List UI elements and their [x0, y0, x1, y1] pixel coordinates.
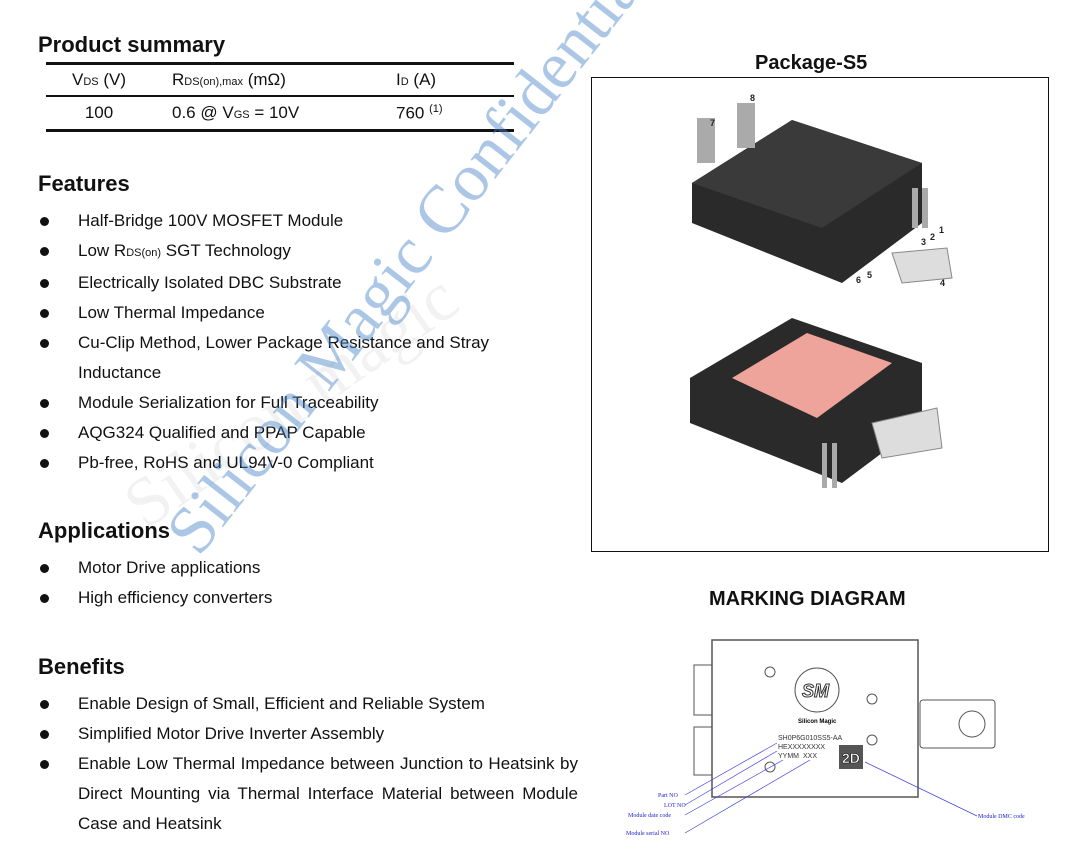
list-item: Pb-free, RoHS and UL94V-0 Compliant — [38, 448, 508, 478]
svg-text:2D: 2D — [842, 750, 860, 766]
svg-text:SM: SM — [802, 681, 830, 701]
features-title: Features — [38, 171, 130, 196]
applications-title: Applications — [38, 518, 171, 543]
package-illustration: 123 4 56 7 8 — [690, 93, 953, 488]
list-item: High efficiency converters — [38, 583, 578, 613]
svg-text:HEXXXXXXXX: HEXXXXXXXX — [778, 744, 825, 751]
list-item: Module Serialization for Full Traceabili… — [38, 388, 508, 418]
list-item: Low RDS(on) SGT Technology — [38, 236, 508, 268]
product-summary-title: Product summary — [38, 32, 226, 57]
benefits-list: Enable Design of Small, Efficient and Re… — [38, 689, 578, 839]
svg-text:6: 6 — [856, 275, 861, 285]
list-item: Low Thermal Impedance — [38, 298, 508, 328]
svg-text:SH0P6G010SS5-AA: SH0P6G010SS5-AA — [778, 735, 843, 742]
package-title: Package-S5 — [755, 52, 868, 74]
list-item: Simplified Motor Drive Inverter Assembly — [38, 719, 578, 749]
svg-text:Module date code: Module date code — [628, 813, 671, 819]
product-summary-table: VDS (V) RDS(on),max (mΩ) ID (A) 100 0.6 … — [46, 62, 514, 132]
svg-text:5: 5 — [867, 270, 872, 280]
table-row: 100 0.6 @ VGS = 10V 760 (1) — [84, 102, 443, 123]
svg-text:8: 8 — [750, 93, 755, 103]
svg-text:2: 2 — [930, 232, 935, 242]
marking-diagram: SM Silicon Magic SH0P6G010SS5-AA HEXXXXXX… — [626, 639, 1025, 837]
list-item: Cu-Clip Method, Lower Package Resistance… — [38, 328, 508, 388]
list-item: AQG324 Qualified and PPAP Capable — [38, 418, 508, 448]
svg-text:7: 7 — [710, 118, 715, 128]
svg-text:1: 1 — [939, 225, 944, 235]
features-list: Half-Bridge 100V MOSFET Module Low RDS(o… — [38, 206, 508, 478]
list-item: Motor Drive applications — [38, 553, 578, 583]
svg-text:XXX: XXX — [803, 753, 817, 760]
svg-text:Module serial NO: Module serial NO — [626, 831, 670, 837]
svg-text:YYMM: YYMM — [778, 753, 799, 760]
svg-text:Part NO: Part NO — [658, 793, 678, 799]
applications-list: Motor Drive applications High efficiency… — [38, 553, 578, 613]
list-item: Enable Design of Small, Efficient and Re… — [38, 689, 578, 719]
list-item: Electrically Isolated DBC Substrate — [38, 268, 508, 298]
marking-diagram-title: MARKING DIAGRAM — [709, 588, 906, 610]
list-item: Enable Low Thermal Impedance between Jun… — [38, 749, 578, 839]
svg-text:LOT NO: LOT NO — [664, 803, 686, 809]
svg-text:Module DMC code: Module DMC code — [978, 814, 1025, 820]
svg-text:Silicon Magic: Silicon Magic — [798, 719, 837, 725]
table-header-row: VDS (V) RDS(on),max (mΩ) ID (A) — [46, 65, 514, 97]
benefits-title: Benefits — [38, 654, 125, 679]
list-item: Half-Bridge 100V MOSFET Module — [38, 206, 508, 236]
svg-text:3: 3 — [921, 237, 926, 247]
svg-text:4: 4 — [940, 278, 945, 288]
